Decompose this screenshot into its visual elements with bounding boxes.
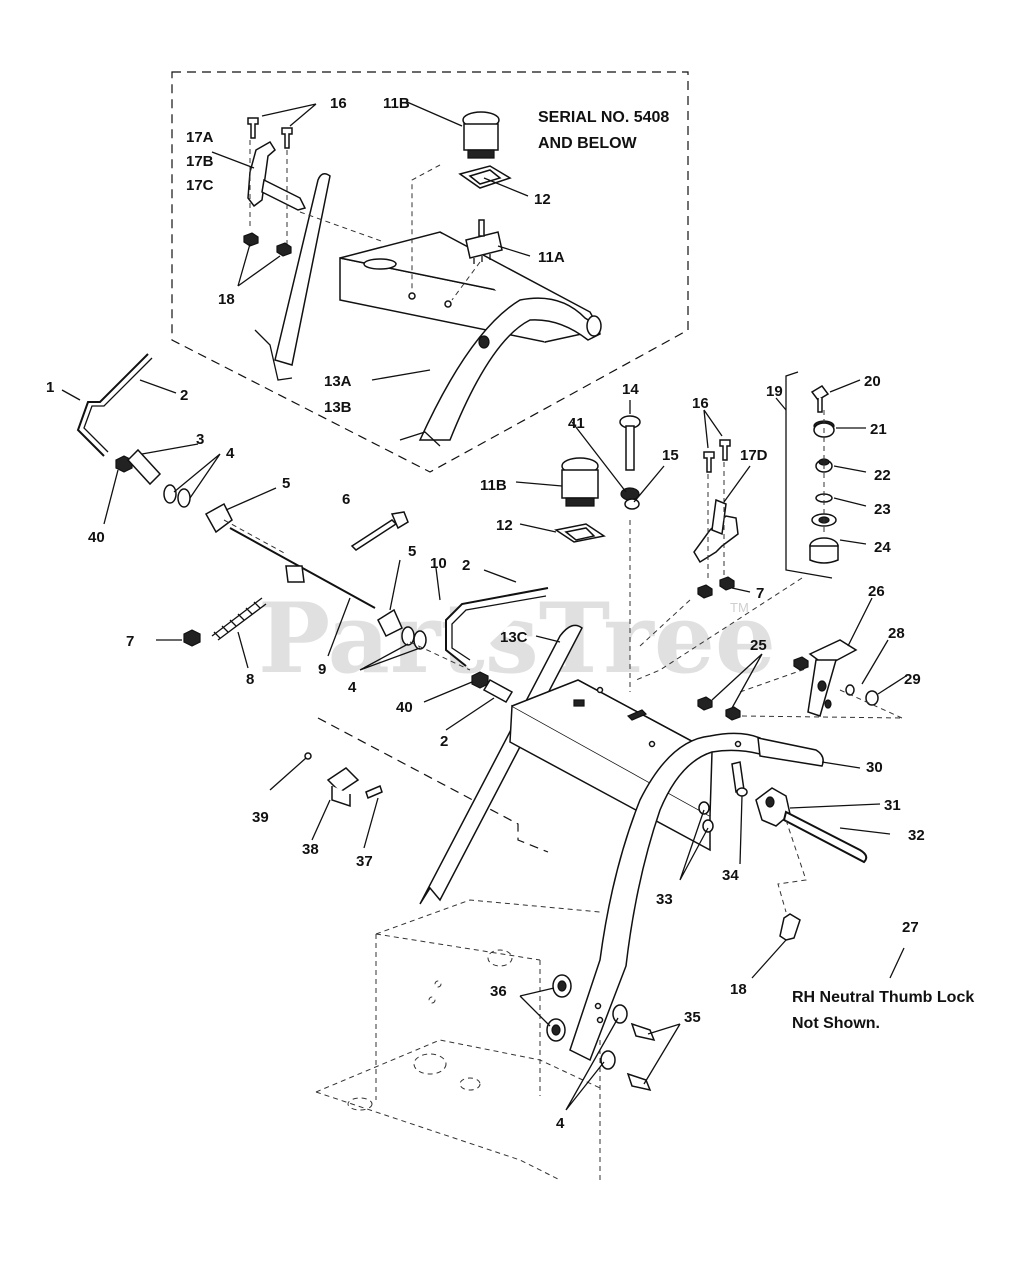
watermark-tm: TM (730, 600, 749, 615)
left-rod-assembly (76, 353, 549, 704)
label-37: 37 (356, 853, 373, 870)
rh-thumb-lock-note-line1: RH Neutral Thumb Lock (792, 989, 974, 1006)
label-40-left: 40 (88, 529, 105, 546)
label-14: 14 (622, 381, 639, 398)
label-11b-top: 11B (383, 95, 410, 112)
label-18-top: 18 (218, 291, 235, 308)
label-13b: 13B (324, 399, 352, 416)
thumb-lock-group (697, 639, 903, 721)
label-4-a: 4 (226, 445, 235, 462)
label-16-top: 16 (330, 95, 347, 112)
rh-thumb-lock-note-line2: Not Shown. (792, 1015, 880, 1032)
label-3: 3 (196, 431, 204, 448)
bracket-37-38-39 (304, 717, 549, 853)
label-16-right: 16 (692, 395, 709, 412)
label-26: 26 (868, 583, 885, 600)
label-7-left: 7 (126, 633, 134, 650)
ignition-switch-group (785, 371, 839, 579)
inset-serial-5408 (171, 71, 689, 473)
label-7-right: 7 (756, 585, 764, 602)
label-12-top: 12 (534, 191, 551, 208)
leader-lines (61, 101, 907, 1111)
label-5-b: 5 (408, 543, 416, 560)
label-35: 35 (684, 1009, 701, 1026)
label-13a: 13A (324, 373, 352, 390)
label-30: 30 (866, 759, 883, 776)
serial-note-line1: SERIAL NO. 5408 (538, 109, 669, 126)
callout-labels: 16 11B 17A 17B 17C 12 11A 18 13A 13B SER… (46, 95, 974, 1132)
label-28: 28 (888, 625, 905, 642)
label-2-mid: 2 (462, 557, 470, 574)
label-19: 19 (766, 383, 783, 400)
label-36: 36 (490, 983, 507, 1000)
label-22: 22 (874, 467, 891, 484)
label-5-a: 5 (282, 475, 290, 492)
label-15: 15 (662, 447, 679, 464)
label-27: 27 (902, 919, 919, 936)
label-8: 8 (246, 671, 254, 688)
label-17c: 17C (186, 177, 214, 194)
label-21: 21 (870, 421, 887, 438)
lever-group (698, 761, 868, 941)
label-18-low: 18 (730, 981, 747, 998)
label-17b: 17B (186, 153, 214, 170)
label-11b-mid: 11B (480, 477, 507, 494)
label-39: 39 (252, 809, 269, 826)
label-23: 23 (874, 501, 891, 518)
label-31: 31 (884, 797, 901, 814)
label-12-mid: 12 (496, 517, 513, 534)
label-41: 41 (568, 415, 585, 432)
label-17d: 17D (740, 447, 768, 464)
label-40-mid: 40 (396, 699, 413, 716)
label-10: 10 (430, 555, 447, 572)
base-housing (315, 899, 656, 1181)
label-6: 6 (342, 491, 350, 508)
label-34: 34 (722, 867, 739, 884)
label-9: 9 (318, 661, 326, 678)
label-25: 25 (750, 637, 767, 654)
serial-note-line2: AND BELOW (538, 135, 638, 152)
label-1: 1 (46, 379, 54, 396)
label-38: 38 (302, 841, 319, 858)
label-33: 33 (656, 891, 673, 908)
label-24: 24 (874, 539, 891, 556)
label-2-low: 2 (440, 733, 448, 750)
main-handle (419, 624, 824, 1062)
bracket-17d-group (635, 439, 803, 681)
label-29: 29 (904, 671, 921, 688)
label-13c: 13C (500, 629, 528, 646)
label-4-b: 4 (348, 679, 357, 696)
label-17a: 17A (186, 129, 214, 146)
switch-assembly-mid (554, 415, 641, 692)
label-32: 32 (908, 827, 925, 844)
label-11a: 11A (538, 249, 565, 266)
label-2-left: 2 (180, 387, 188, 404)
label-20: 20 (864, 373, 881, 390)
label-4-low: 4 (556, 1115, 565, 1132)
